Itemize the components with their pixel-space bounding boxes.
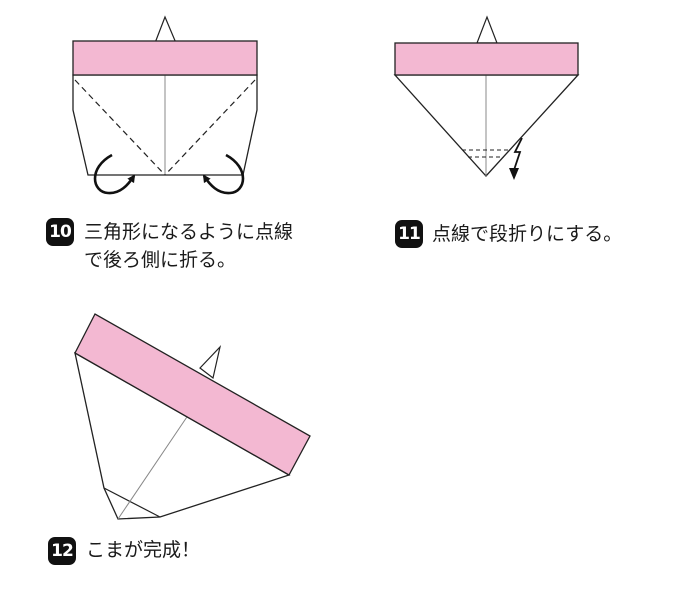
fold-back-arrow-right (202, 153, 245, 195)
fold-line-left (74, 79, 166, 176)
step-11-instruction: 点線で段折りにする。 (432, 223, 623, 245)
step-10-line-1: 三角形になるように点線 (84, 221, 294, 243)
step-fold-arrow (513, 137, 523, 171)
pink-band (394, 42, 579, 76)
step-10-line-2: で後ろ側に折る。 (84, 249, 237, 271)
step12-figure (74, 313, 311, 520)
pink-band (72, 40, 258, 76)
step-12-badge: 12 (48, 537, 76, 565)
fold-line-right (164, 79, 256, 176)
step10-figure (72, 15, 258, 195)
top-point (154, 15, 177, 44)
top-point (199, 345, 222, 380)
bottom-fold-edge (103, 487, 161, 518)
step-fold-arrowhead (509, 168, 519, 180)
step-11-badge: 11 (395, 220, 423, 248)
fold-back-arrow-left (93, 153, 136, 195)
step11-figure (393, 15, 580, 180)
step-10-instruction: 三角形になるように点線 で後ろ側に折る。 (84, 218, 293, 274)
center-crease (117, 404, 196, 520)
step-10-badge: 10 (46, 218, 74, 246)
top-point (476, 15, 498, 44)
step-12-caption: こまが完成！ (86, 539, 201, 561)
pink-band (74, 313, 311, 476)
